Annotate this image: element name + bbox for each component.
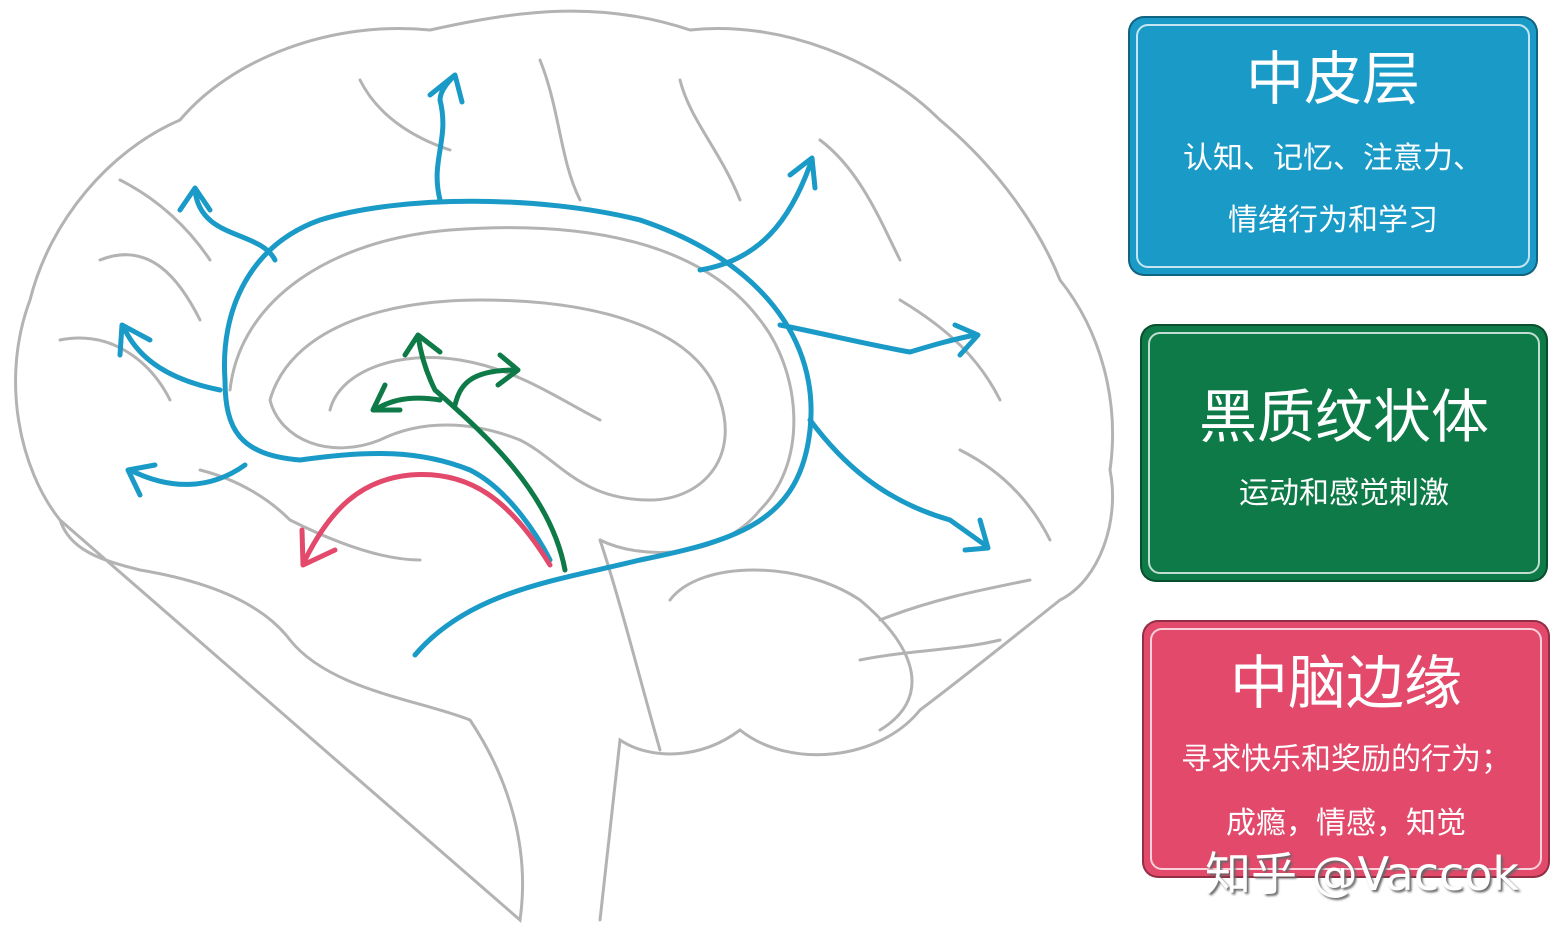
desc-line: 成瘾，情感，知觉 [1226, 806, 1466, 841]
mesolimbic-title: 中脑边缘 [1229, 649, 1462, 717]
nigrostriatal-title: 黑质纹状体 [1198, 383, 1489, 451]
mesocortical-pathway [117, 72, 991, 658]
mesolimbic-box: 中脑边缘 寻求快乐和奖励的行为； 成瘾，情感，知觉 [1142, 620, 1550, 878]
mesocortical-title: 中皮层 [1245, 45, 1420, 113]
brain-diagram [14, 9, 1115, 923]
desc-line: 寻求快乐和奖励的行为； [1181, 742, 1511, 777]
mesolimbic-desc: 寻求快乐和奖励的行为； 成瘾，情感，知觉 [1144, 728, 1548, 856]
desc-line: 认知、记忆、注意力、 [1183, 141, 1483, 176]
desc-line: 情绪行为和学习 [1228, 203, 1438, 238]
nigrostriatal-box: 黑质纹状体 运动和感觉刺激 [1140, 324, 1548, 582]
mesolimbic-pathway [299, 471, 553, 568]
nigrostriatal-desc: 运动和感觉刺激 [1239, 476, 1449, 511]
nigrostriatal-pathway [370, 332, 568, 573]
watermark: 知乎 @Vaccok [1205, 847, 1520, 901]
mesocortical-desc: 认知、记忆、注意力、 情绪行为和学习 [1130, 128, 1536, 252]
brain-outline [14, 9, 1115, 923]
mesocortical-box: 中皮层 认知、记忆、注意力、 情绪行为和学习 [1128, 16, 1538, 276]
